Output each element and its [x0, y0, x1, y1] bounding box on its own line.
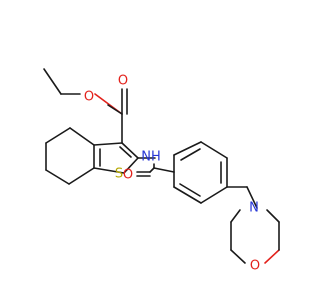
- bond-c2-c3-inner: [119, 146, 132, 158]
- label-s-thiophene: S: [115, 167, 123, 182]
- morpholine-ring: [230, 209, 280, 264]
- bond-morpholine-1: [230, 209, 241, 223]
- bond-cyclohexane-4: [45, 169, 70, 185]
- bond-benzene-6: [173, 186, 202, 204]
- bond-c2-c3: [121, 142, 139, 159]
- bond-cyclohexane-5: [68, 167, 95, 185]
- label-n-morpholine: N: [249, 201, 259, 216]
- bond-morpholine-4: [264, 249, 280, 264]
- bond-s-c2: [123, 157, 139, 174]
- label-o-ester-ether: O: [84, 90, 94, 105]
- bond-cyclohexane-1: [69, 127, 95, 146]
- bond-benzene-2: [173, 141, 202, 156]
- label-o-ester-carbonyl: O: [118, 74, 128, 89]
- amide-linker: [136, 157, 175, 177]
- bond-ethyl-ch3: [43, 68, 62, 95]
- molecule-structure: O O NH S O N O: [43, 68, 280, 274]
- atom-labels: O O NH S O N O: [84, 74, 260, 274]
- bond-c3-c3a: [93, 142, 123, 146]
- bond-benzene-3: [200, 141, 228, 159]
- tetrahydrobenzothiophene-ring: [45, 127, 139, 185]
- ethyl-ester-group: [43, 68, 128, 144]
- label-o-amide: O: [123, 168, 133, 183]
- bond-benzene-inner-1: [180, 148, 201, 161]
- benzene-ring: [173, 141, 258, 209]
- bond-benzene-inner-3: [179, 183, 201, 197]
- bond-morpholine-6: [266, 209, 280, 223]
- bond-ester-carbon-o: [107, 104, 123, 115]
- bond-benzene-5: [200, 186, 228, 204]
- bond-cyclohexane-2: [45, 127, 71, 144]
- label-nh-amide: NH: [141, 150, 161, 165]
- bond-morpholine-3: [230, 249, 246, 264]
- bond-c7a-s: [93, 167, 125, 174]
- bond-ch2-to-n: [246, 186, 258, 209]
- label-o-morpholine: O: [250, 259, 260, 274]
- bond-carbonyl-to-aryl: [153, 167, 175, 173]
- bond-nh-to-carbonyl: [149, 167, 155, 173]
